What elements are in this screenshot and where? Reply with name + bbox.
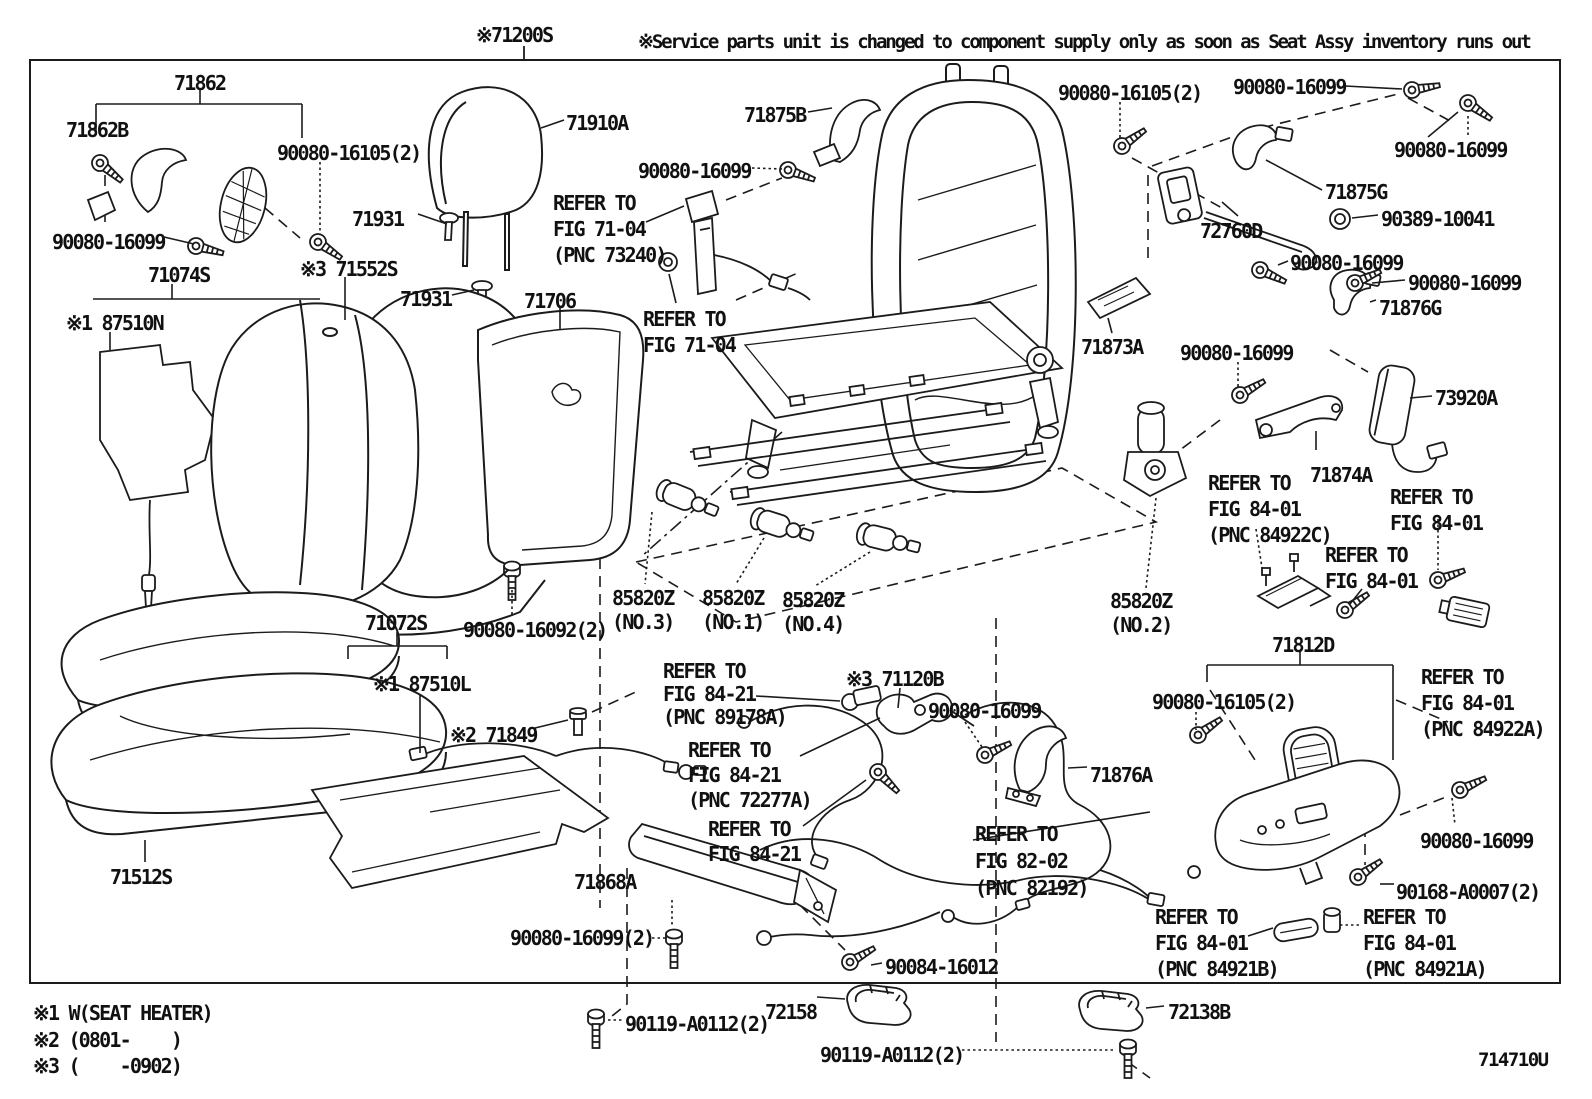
part-label-71873A: 71873A <box>1081 335 1144 359</box>
legend-item-2: ※2 (0801- ) <box>33 1028 183 1052</box>
part-label-85820Z-1: 85820Z (NO.1) <box>702 586 765 634</box>
part-label-90080-16105-a: 90080-16105(2) <box>277 141 422 165</box>
diagram-border <box>29 46 1561 984</box>
part-label-ref-7104-a: REFER TO FIG 71-04 (PNC 73240) <box>553 191 667 267</box>
part-label-85820Z-2: 85820Z (NO.2) <box>1110 589 1173 637</box>
part-label-71931-b: 71931 <box>400 287 453 311</box>
switch-knobs-84921 <box>1273 907 1341 943</box>
leader-lines <box>93 85 1459 1009</box>
part-label-90080-16099-b: 90080-16099 <box>638 159 752 183</box>
part-label-72138B: 72138B <box>1168 1000 1231 1024</box>
part-label-ref-8401-f: REFER TO FIG 84-01 (PNC 84922A) <box>1421 665 1546 741</box>
headrest <box>427 86 544 271</box>
screws <box>87 76 1497 1079</box>
part-label-71875B: 71875B <box>744 103 807 127</box>
part-label-71812D: 71812D <box>1272 633 1335 657</box>
part-label-90080-16099-j: 90080-16099 <box>1420 829 1534 853</box>
part-label-85820Z-3: 85820Z (NO.3) <box>612 586 675 634</box>
part-label-ref-7104-b: REFER TO FIG 71-04 <box>643 307 737 357</box>
part-label-90080-16099-i: 90080-16099(2) <box>510 926 655 950</box>
part-label-90080-16099-e: 90080-16099 <box>1290 251 1404 275</box>
part-label-ref-8401-e: REFER TO FIG 84-01 <box>1325 543 1419 593</box>
part-label-ref-8421-b: REFER TO FIG 84-21 (PNC 72277A) <box>688 738 813 812</box>
part-label-71512S: 71512S <box>110 865 173 889</box>
seat-cushion-frame <box>689 301 1064 506</box>
ramp-71873A <box>1086 276 1152 320</box>
headrest-support-trim-cluster <box>86 147 268 244</box>
part-label-ref-8401-c: REFER TO FIG 84-01 (PNC 84922C) <box>1208 471 1333 547</box>
part-label-71931-a: 71931 <box>352 207 405 231</box>
seat-heater-mat-87510L <box>310 742 707 890</box>
seat-back-board-71706 <box>477 309 645 567</box>
part-label-71876G: 71876G <box>1379 296 1442 320</box>
seat-heater-pad-87510N <box>99 344 216 609</box>
switch-brackets-84922 <box>1256 553 1491 629</box>
part-label-90080-16099-f: 90080-16099 <box>1408 271 1522 295</box>
service-parts-note: ※Service parts unit is changed to compon… <box>638 31 1532 53</box>
side-shield-71812D <box>1214 726 1401 886</box>
part-label-90080-16105-c: 90080-16105(2) <box>1152 690 1297 714</box>
part-label-ref-8401-g: REFER TO FIG 84-01 (PNC 84921B) <box>1155 905 1280 981</box>
part-label-73920A: 73920A <box>1435 386 1498 410</box>
part-label-90080-16099-g: 90080-16099 <box>1180 341 1294 365</box>
front-shield-71868A <box>628 822 838 924</box>
part-label-90389-10041: 90389-10041 <box>1381 207 1495 231</box>
figure-code: 714710U <box>1478 1049 1549 1071</box>
part-label-71868A: 71868A <box>574 870 637 894</box>
wire-clamp-71120B <box>841 685 975 735</box>
part-label-71074S: 71074S <box>148 263 211 287</box>
bracket-71874A <box>1254 395 1344 440</box>
part-label-71706: 71706 <box>524 289 577 313</box>
assembly-number-note: ※71200S <box>476 23 554 47</box>
part-label-90080-16099-d: 90080-16099 <box>1394 138 1508 162</box>
motors-85820Z <box>652 401 1188 560</box>
part-label-87510L: ※1 87510L <box>373 672 472 696</box>
part-label-71876A: 71876A <box>1090 763 1153 787</box>
part-label-ref-8202: REFER TO FIG 82-02 (PNC 82192) <box>975 822 1089 900</box>
part-label-90080-16099-c: 90080-16099 <box>1233 75 1347 99</box>
part-label-ref-8401-d: REFER TO FIG 84-01 <box>1390 485 1484 535</box>
part-label-ref-8401-h: REFER TO FIG 84-01 (PNC 84921A) <box>1363 905 1488 981</box>
part-label-71910A: 71910A <box>566 111 629 135</box>
seat-belt-buckle <box>658 189 811 301</box>
part-label-71862B: 71862B <box>66 118 129 142</box>
part-label-71874A: 71874A <box>1310 463 1373 487</box>
part-label-71072S: 71072S <box>365 611 428 635</box>
part-label-ref-8421-a: REFER TO FIG 84-21 (PNC 89178A) <box>663 659 788 729</box>
track-covers <box>846 984 1144 1032</box>
side-airbag-73920A <box>1368 364 1448 473</box>
part-label-85820Z-4: 85820Z (NO.4) <box>782 588 845 636</box>
dotted-leaders <box>319 102 1469 1051</box>
part-label-71862: 71862 <box>174 71 227 95</box>
bracket-71876A <box>1004 725 1068 808</box>
part-label-72158: 72158 <box>765 1000 818 1024</box>
part-label-72760D: 72760D <box>1200 219 1263 243</box>
part-label-90080-16105-b: 90080-16105(2) <box>1058 81 1203 105</box>
legend-item-3: ※3 ( -0902) <box>33 1054 183 1078</box>
seat-back-covers-71552S <box>210 287 546 636</box>
part-label-90168-A0007: 90168-A0007(2) <box>1396 880 1541 904</box>
part-label-90080-16099-a: 90080-16099 <box>52 230 166 254</box>
part-label-87510N: ※1 87510N <box>66 311 165 335</box>
part-label-ref-8421-c: REFER TO FIG 84-21 <box>708 817 802 866</box>
bracket-71875B <box>812 99 882 168</box>
part-label-90084-16012: 90084-16012 <box>885 955 999 979</box>
part-label-90080-16099-h: 90080-16099 <box>928 699 1042 723</box>
part-label-71849: ※2 71849 <box>450 723 538 747</box>
part-label-90080-16092: 90080-16092(2) <box>463 618 608 642</box>
legend-item-1: ※1 W(SEAT HEATER) <box>33 1001 214 1025</box>
part-label-90119-A0112-a: 90119-A0112(2) <box>625 1012 770 1036</box>
part-label-90119-A0112-b: 90119-A0112(2) <box>820 1043 965 1067</box>
part-label-71875G: 71875G <box>1325 180 1388 204</box>
part-label-71120B: ※3 71120B <box>846 667 945 691</box>
part-label-71552S: ※3 71552S <box>300 257 399 281</box>
wire-harness-82192 <box>737 701 1201 946</box>
